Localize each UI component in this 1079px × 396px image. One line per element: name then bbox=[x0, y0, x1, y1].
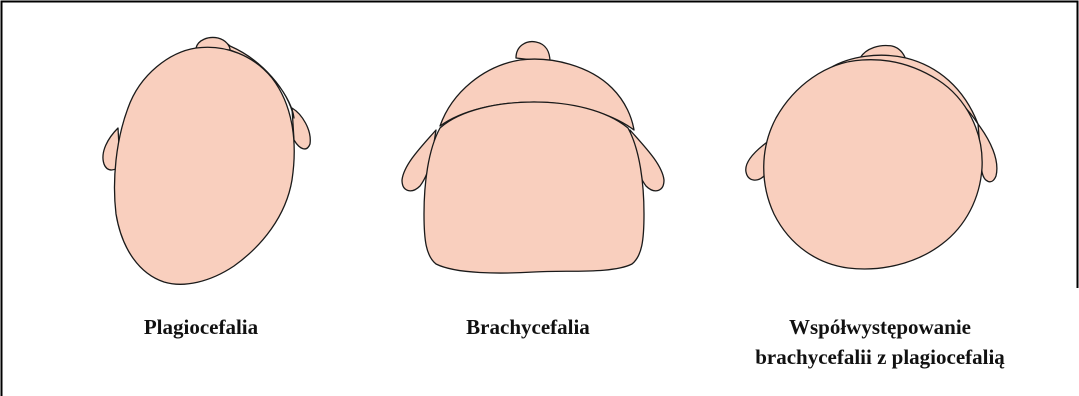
head-outline bbox=[764, 60, 982, 269]
caption-brachycephaly: Brachycefalia bbox=[428, 312, 628, 342]
plagiocephaly-head bbox=[103, 37, 310, 284]
mixed-deformation-head bbox=[746, 46, 997, 270]
brachycephaly-head bbox=[402, 42, 664, 273]
caption-mixed-line1: Współwystępowanie bbox=[700, 312, 1060, 342]
caption-mixed: Współwystępowanie brachycefalii z plagio… bbox=[700, 312, 1060, 372]
head-outline bbox=[424, 102, 644, 273]
caption-mixed-line2: brachycefalii z plagiocefalią bbox=[700, 342, 1060, 372]
caption-plagiocephaly: Plagiocefalia bbox=[101, 312, 301, 342]
head-outline bbox=[115, 47, 295, 284]
